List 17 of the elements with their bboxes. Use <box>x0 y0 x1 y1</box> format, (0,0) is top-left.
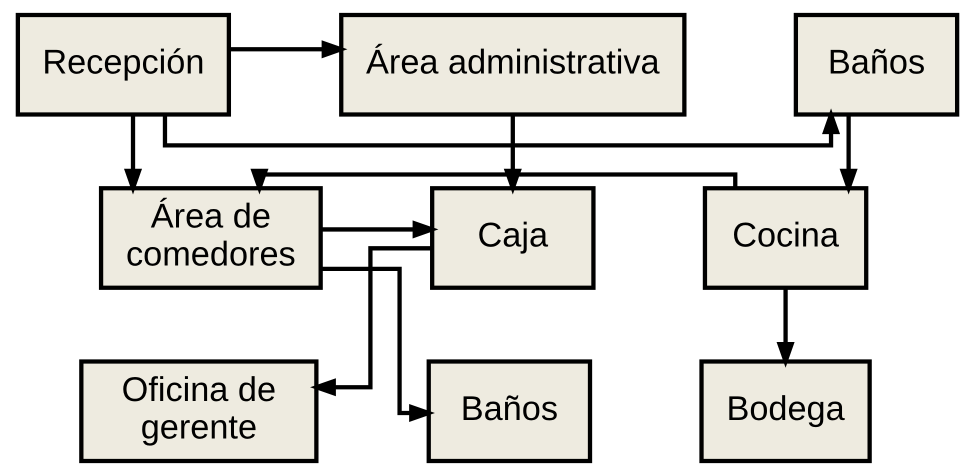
arrow <box>162 108 840 148</box>
node-box: Bodega <box>699 359 872 464</box>
arrow <box>310 246 432 396</box>
node-box: Recepción <box>16 12 232 117</box>
arrow <box>320 220 438 238</box>
arrow <box>840 114 858 194</box>
node-box: Área administrativa <box>339 12 686 117</box>
node-box: Baños <box>426 359 592 464</box>
arrow <box>776 288 795 368</box>
node-box: Oficina de gerente <box>79 359 319 464</box>
arrow <box>229 40 348 58</box>
arrow <box>124 114 142 194</box>
arrow <box>321 266 435 422</box>
node-box: Baños <box>794 12 960 117</box>
node-box: Área de comedores <box>98 186 323 290</box>
node-box: Cocina <box>702 186 868 290</box>
node-box: Caja <box>430 186 596 290</box>
